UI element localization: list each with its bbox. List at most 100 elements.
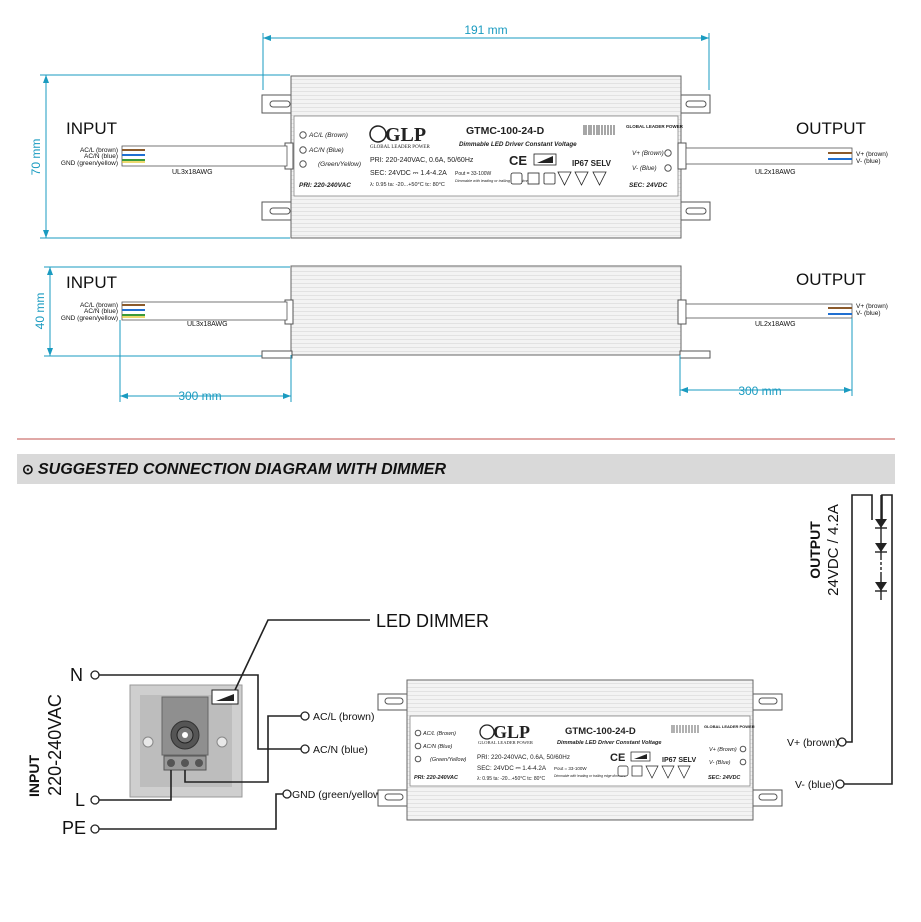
sec-bottom-top: SEC: 24VDC bbox=[629, 182, 668, 189]
dim-note-top: Dimmable with leading or trailing edge d… bbox=[455, 179, 535, 183]
height-dim-40-label: 40 mm bbox=[33, 293, 47, 330]
output-title-side: OUTPUT bbox=[796, 270, 866, 289]
terminal-pe: PE bbox=[62, 818, 86, 838]
output-cable-top bbox=[685, 147, 853, 165]
side-view: 40 mm UL3x18AWG INPUT AC/L (brown) AC/N … bbox=[33, 265, 888, 403]
pri-bottom-top: PRI: 220-240VAC bbox=[299, 182, 351, 189]
svg-text:AC/L (Brown): AC/L (Brown) bbox=[422, 731, 456, 737]
out-label-2-top: V- (blue) bbox=[856, 158, 881, 165]
in-label-3-top: GND (green/yellow) bbox=[61, 160, 118, 167]
led-string bbox=[875, 495, 887, 600]
cert-symbols-top bbox=[510, 171, 607, 186]
pout-top: Pout = 33-100W bbox=[455, 171, 492, 177]
gnd-label: GND (green/yellow) bbox=[292, 789, 384, 801]
ce-mark-top: CE bbox=[509, 153, 527, 168]
section-title: SUGGESTED CONNECTION DIAGRAM WITH DIMMER bbox=[38, 461, 446, 478]
specs-top: λ: 0.95 ta: -20...+50°C tc: 80°C bbox=[370, 182, 445, 188]
led-icon bbox=[875, 519, 887, 528]
svg-text:Dimmable LED Driver Constant V: Dimmable LED Driver Constant Voltage bbox=[557, 740, 662, 746]
led-icon bbox=[875, 543, 887, 552]
svg-text:GLOBAL LEADER POWER: GLOBAL LEADER POWER bbox=[478, 740, 534, 745]
svg-text:IP67 SELV: IP67 SELV bbox=[662, 757, 696, 764]
wire-vminus bbox=[844, 494, 893, 785]
corner-brand-top: GLOBAL LEADER POWER bbox=[626, 124, 684, 129]
acl-label: AC/L (brown) bbox=[313, 711, 374, 723]
width-dim-label: 191 mm bbox=[464, 23, 507, 37]
in-label-1-top: AC/L (brown) bbox=[80, 147, 118, 154]
dimmer-callout-line bbox=[234, 619, 370, 691]
out-label-1-top: V+ (brown) bbox=[856, 151, 888, 158]
svg-text:AC/N (Blue): AC/N (Blue) bbox=[422, 744, 453, 750]
svg-text:SEC: 24VDC ⎓ 1.4-4.2A: SEC: 24VDC ⎓ 1.4-4.2A bbox=[477, 765, 547, 772]
barcode-icon bbox=[582, 124, 618, 136]
glp-logo-top: GLP GLOBAL LEADER POWER bbox=[369, 124, 430, 150]
term-in-1: AC/L (Brown) bbox=[308, 132, 348, 139]
svg-text:CE: CE bbox=[610, 752, 625, 764]
svg-text:GLP: GLP bbox=[385, 124, 426, 146]
input-cable-top bbox=[121, 145, 288, 167]
svg-text:Pout = 33-100W: Pout = 33-100W bbox=[554, 766, 587, 771]
pri-top: PRI: 220-240VAC, 0.6A, 50/60Hz bbox=[370, 157, 474, 164]
model-top: GTMC-100-24-D bbox=[466, 125, 545, 137]
svg-text:GTMC-100-24-D: GTMC-100-24-D bbox=[565, 726, 636, 737]
wire-vplus bbox=[846, 494, 873, 743]
svg-text:V+ (Brown): V+ (Brown) bbox=[709, 747, 737, 753]
svg-text:GLP: GLP bbox=[493, 722, 530, 742]
psu-bottom: AC/L (Brown) AC/N (Blue) (Green/Yellow) … bbox=[377, 679, 783, 821]
sec-top: SEC: 24VDC ⎓ 1.4-4.2A bbox=[370, 170, 447, 177]
dimmer-label: LED DIMMER bbox=[376, 611, 489, 631]
output-title-top: OUTPUT bbox=[796, 119, 866, 138]
in-cable-label-side: UL3x18AWG bbox=[187, 321, 228, 328]
svg-text:PRI: 220-240VAC, 0.6A, 50/60: PRI: 220-240VAC, 0.6A, 50/60Hz bbox=[477, 754, 570, 761]
desc-top: Dimmable LED Driver Constant Voltage bbox=[459, 141, 577, 148]
term-out-2: V- (Blue) bbox=[632, 165, 657, 172]
led-icon bbox=[875, 582, 887, 591]
acn-label: AC/N (blue) bbox=[313, 744, 368, 756]
svg-text:V- (Blue): V- (Blue) bbox=[709, 760, 731, 766]
svg-text:λ: 0.95 ta: -20...+50°C tc:: λ: 0.95 ta: -20...+50°C tc: 80°C bbox=[477, 776, 545, 782]
vminus-label: V- (blue) bbox=[795, 779, 835, 791]
in-label-1-side: AC/L (brown) bbox=[80, 302, 118, 309]
connection-diagram: INPUT 220-240VAC N L PE LED DIMMER bbox=[26, 494, 893, 838]
out-cable-label-top: UL2x18AWG bbox=[755, 169, 796, 176]
input-title-bottom: INPUT bbox=[26, 755, 42, 797]
svg-text:GLOBAL LEADER POWER: GLOBAL LEADER POWER bbox=[370, 145, 430, 150]
svg-text:PRI: 220-240VAC: PRI: 220-240VAC bbox=[414, 775, 459, 781]
section-header bbox=[17, 454, 895, 484]
term-in-3: (Green/Yellow) bbox=[318, 161, 361, 168]
in-label-2-side: AC/N (blue) bbox=[84, 308, 118, 315]
section-icon: ⊙ bbox=[22, 461, 34, 477]
out-label-1-side: V+ (brown) bbox=[856, 303, 888, 310]
svg-text:Dimmable with leading or trail: Dimmable with leading or trailing edge d… bbox=[554, 774, 626, 778]
cable-in-dim-label: 300 mm bbox=[178, 389, 221, 403]
cable-out-dim-label: 300 mm bbox=[738, 384, 781, 398]
out-label-2-side: V- (blue) bbox=[856, 310, 881, 317]
in-cable-label-top: UL3x18AWG bbox=[172, 169, 213, 176]
in-label-3-side: GND (green/yellow) bbox=[61, 315, 118, 322]
term-out-1: V+ (Brown) bbox=[632, 150, 664, 157]
output-cable-side bbox=[685, 303, 853, 319]
svg-text:SEC: 24VDC: SEC: 24VDC bbox=[708, 775, 741, 781]
out-cable-label-side: UL2x18AWG bbox=[755, 321, 796, 328]
in-label-2-top: AC/N (blue) bbox=[84, 153, 118, 160]
wire-l bbox=[184, 715, 301, 783]
svg-text:(Green/Yellow): (Green/Yellow) bbox=[430, 757, 467, 763]
ip-rating-top: IP67 SELV bbox=[572, 159, 612, 168]
wire-pe bbox=[99, 793, 285, 830]
input-cable-side bbox=[121, 301, 288, 321]
svg-text:GLOBAL LEADER POWER: GLOBAL LEADER POWER bbox=[704, 724, 755, 729]
led-dimmer bbox=[129, 684, 243, 798]
terminal-l: L bbox=[75, 790, 85, 810]
psu-housing-side bbox=[290, 265, 682, 356]
vplus-label: V+ (brown) bbox=[787, 737, 839, 749]
wire-n bbox=[99, 674, 301, 750]
input-voltage: 220-240VAC bbox=[45, 694, 65, 796]
input-title-side: INPUT bbox=[66, 273, 117, 292]
output-title-bottom: OUTPUT bbox=[807, 521, 823, 579]
input-title-top: INPUT bbox=[66, 119, 117, 138]
top-view: 191 mm 70 mm AC/L (Brown) AC/N (Blue) (G… bbox=[29, 23, 888, 239]
height-dim-70-label: 70 mm bbox=[29, 139, 43, 176]
terminal-n: N bbox=[70, 665, 83, 685]
output-voltage: 24VDC / 4.2A bbox=[825, 504, 842, 596]
